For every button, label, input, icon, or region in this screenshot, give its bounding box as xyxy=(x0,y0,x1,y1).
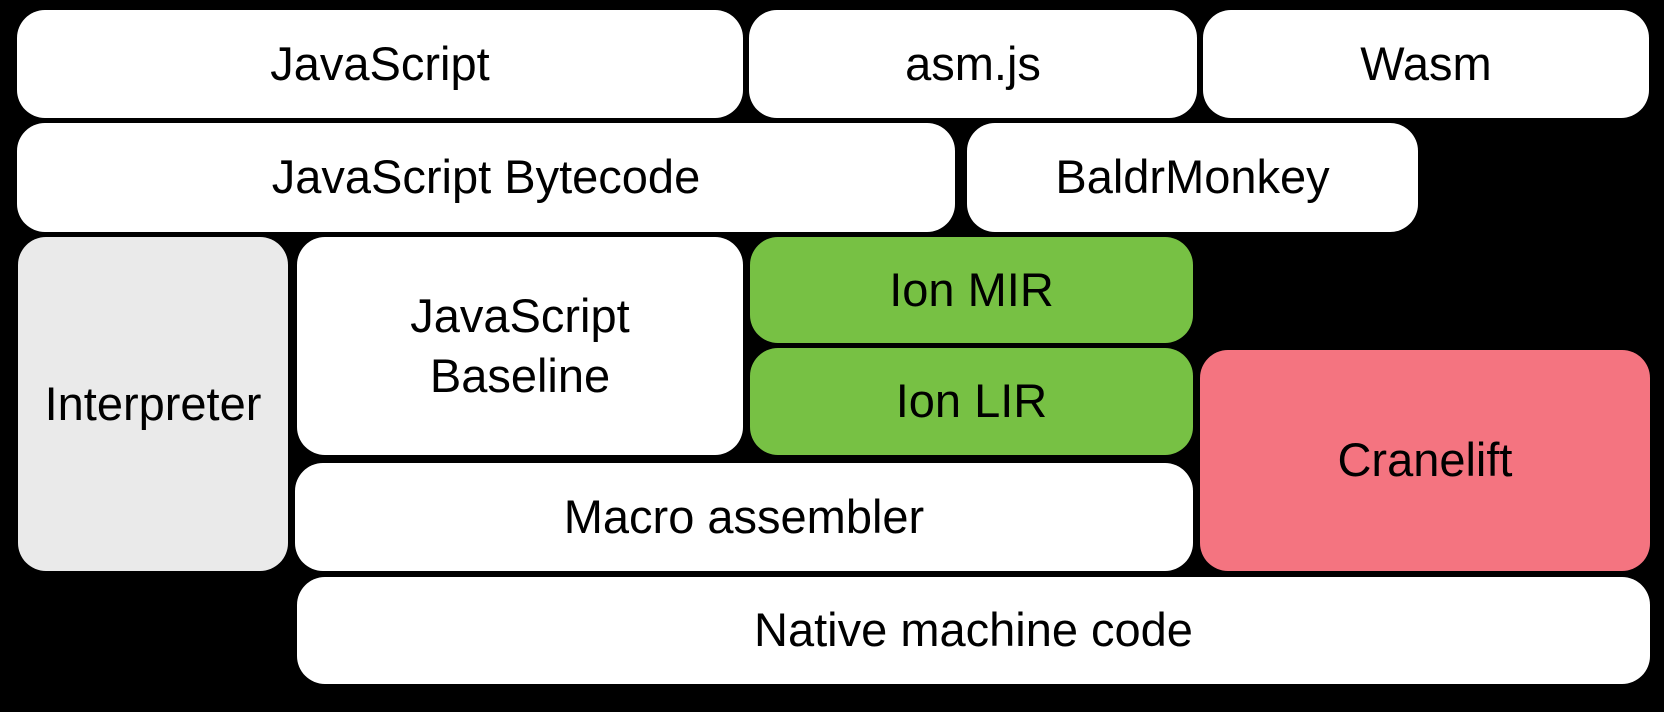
box-javascript-label: JavaScript xyxy=(270,36,490,90)
box-javascript-baseline: JavaScript Baseline xyxy=(297,237,743,455)
box-javascript-bytecode: JavaScript Bytecode xyxy=(17,123,955,232)
box-wasm-label: Wasm xyxy=(1360,36,1492,90)
box-macro-assembler: Macro assembler xyxy=(295,463,1193,571)
box-interpreter: Interpreter xyxy=(18,237,288,571)
box-interpreter-label: Interpreter xyxy=(44,376,262,430)
box-ion-mir: Ion MIR xyxy=(750,237,1193,343)
box-macro-assembler-label: Macro assembler xyxy=(563,489,925,543)
box-javascript-baseline-label: JavaScript Baseline xyxy=(410,286,629,406)
box-javascript: JavaScript xyxy=(17,10,743,118)
box-native-machine-code-label: Native machine code xyxy=(754,603,1193,657)
box-ion-lir-label: Ion LIR xyxy=(895,374,1048,428)
box-baldrmonkey: BaldrMonkey xyxy=(967,123,1418,232)
box-javascript-bytecode-label: JavaScript Bytecode xyxy=(271,150,701,204)
box-ion-lir: Ion LIR xyxy=(750,348,1193,455)
box-ion-mir-label: Ion MIR xyxy=(889,262,1054,316)
box-asmjs-label: asm.js xyxy=(905,36,1041,90)
box-wasm: Wasm xyxy=(1203,10,1649,118)
box-javascript-baseline-line2: Baseline xyxy=(429,349,611,402)
box-asmjs: asm.js xyxy=(749,10,1197,118)
box-native-machine-code: Native machine code xyxy=(297,577,1650,684)
box-cranelift: Cranelift xyxy=(1200,350,1650,571)
box-baldrmonkey-label: BaldrMonkey xyxy=(1055,150,1330,204)
box-cranelift-label: Cranelift xyxy=(1337,433,1513,487)
box-javascript-baseline-line1: JavaScript xyxy=(410,289,630,342)
